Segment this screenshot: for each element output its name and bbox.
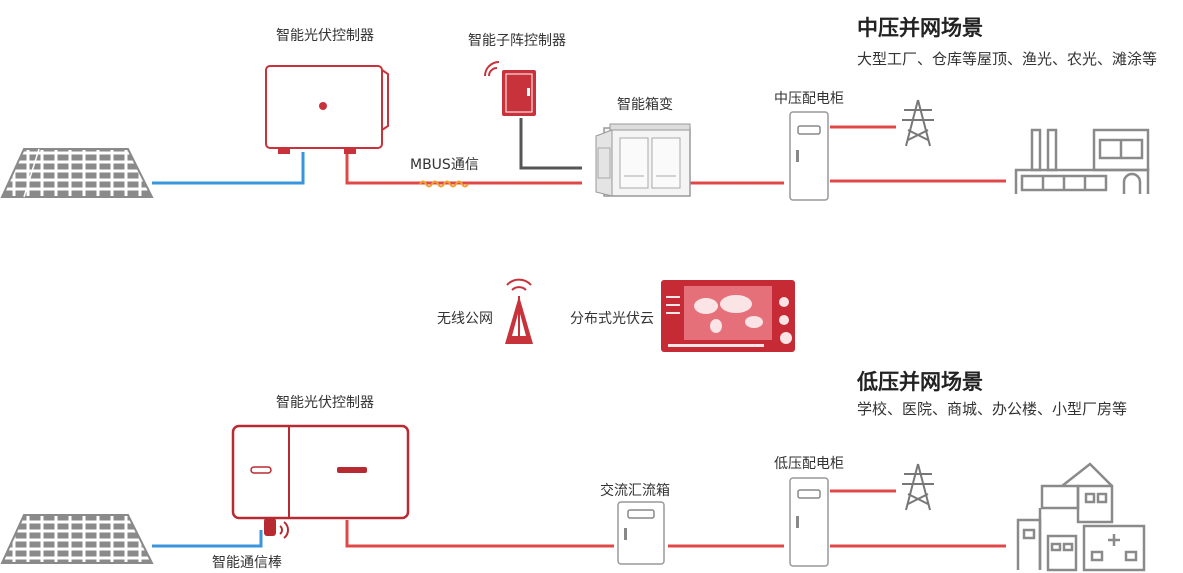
lv-scene-subtitle: 学校、医院、商城、办公楼、小型厂房等 — [857, 400, 1128, 418]
mv-dc-line — [152, 152, 305, 185]
smart-dongle-icon — [264, 518, 289, 539]
wireless-tower-icon — [505, 278, 533, 344]
solar-panel-icon — [0, 514, 154, 564]
mv-cabinet-icon — [789, 111, 829, 201]
mbus-label: MBUS通信 — [410, 157, 479, 173]
smart-dongle-label: 智能通信棒 — [212, 555, 282, 571]
pv-cloud-dashboard-icon — [661, 280, 795, 352]
pv-cloud-label: 分布式光伏云 — [570, 311, 654, 327]
lv-dc-line — [152, 530, 263, 548]
subarray-controller-icon — [484, 61, 536, 116]
mbus-signal-icon — [419, 180, 469, 188]
mv-scene-subtitle: 大型工厂、仓库等屋顶、渔光、农光、滩涂等 — [857, 50, 1158, 68]
lv-scene-title: 低压并网场景 — [857, 370, 983, 394]
box-transformer-icon — [595, 123, 691, 197]
buildings-icon — [1016, 462, 1146, 572]
ac-combiner-icon — [617, 501, 665, 565]
lv-cabinet-label: 低压配电柜 — [774, 456, 844, 472]
transmission-tower-icon — [902, 463, 934, 511]
box-transformer-label: 智能箱变 — [617, 97, 673, 113]
factory-icon — [1014, 128, 1150, 194]
wireless-label: 无线公网 — [437, 311, 493, 327]
subarray-controller-label: 智能子阵控制器 — [468, 33, 566, 49]
inverter-icon — [231, 424, 410, 520]
mv-scene-title: 中压并网场景 — [857, 16, 983, 40]
ac-combiner-label: 交流汇流箱 — [600, 483, 670, 499]
subarray-comm-line — [519, 118, 582, 170]
inverter-icon — [265, 65, 389, 154]
mv-ac-line — [345, 152, 582, 185]
lv-connection-lines — [152, 489, 1006, 548]
lv-cabinet-icon — [789, 477, 829, 567]
solar-panel-icon — [0, 148, 154, 198]
mv-connection-lines — [152, 118, 1006, 185]
lv-inverter-label: 智能光伏控制器 — [276, 395, 374, 411]
mv-cabinet-label: 中压配电柜 — [774, 91, 844, 107]
transmission-tower-icon — [902, 99, 934, 147]
lv-ac-line — [345, 520, 614, 548]
mv-inverter-label: 智能光伏控制器 — [276, 28, 374, 44]
